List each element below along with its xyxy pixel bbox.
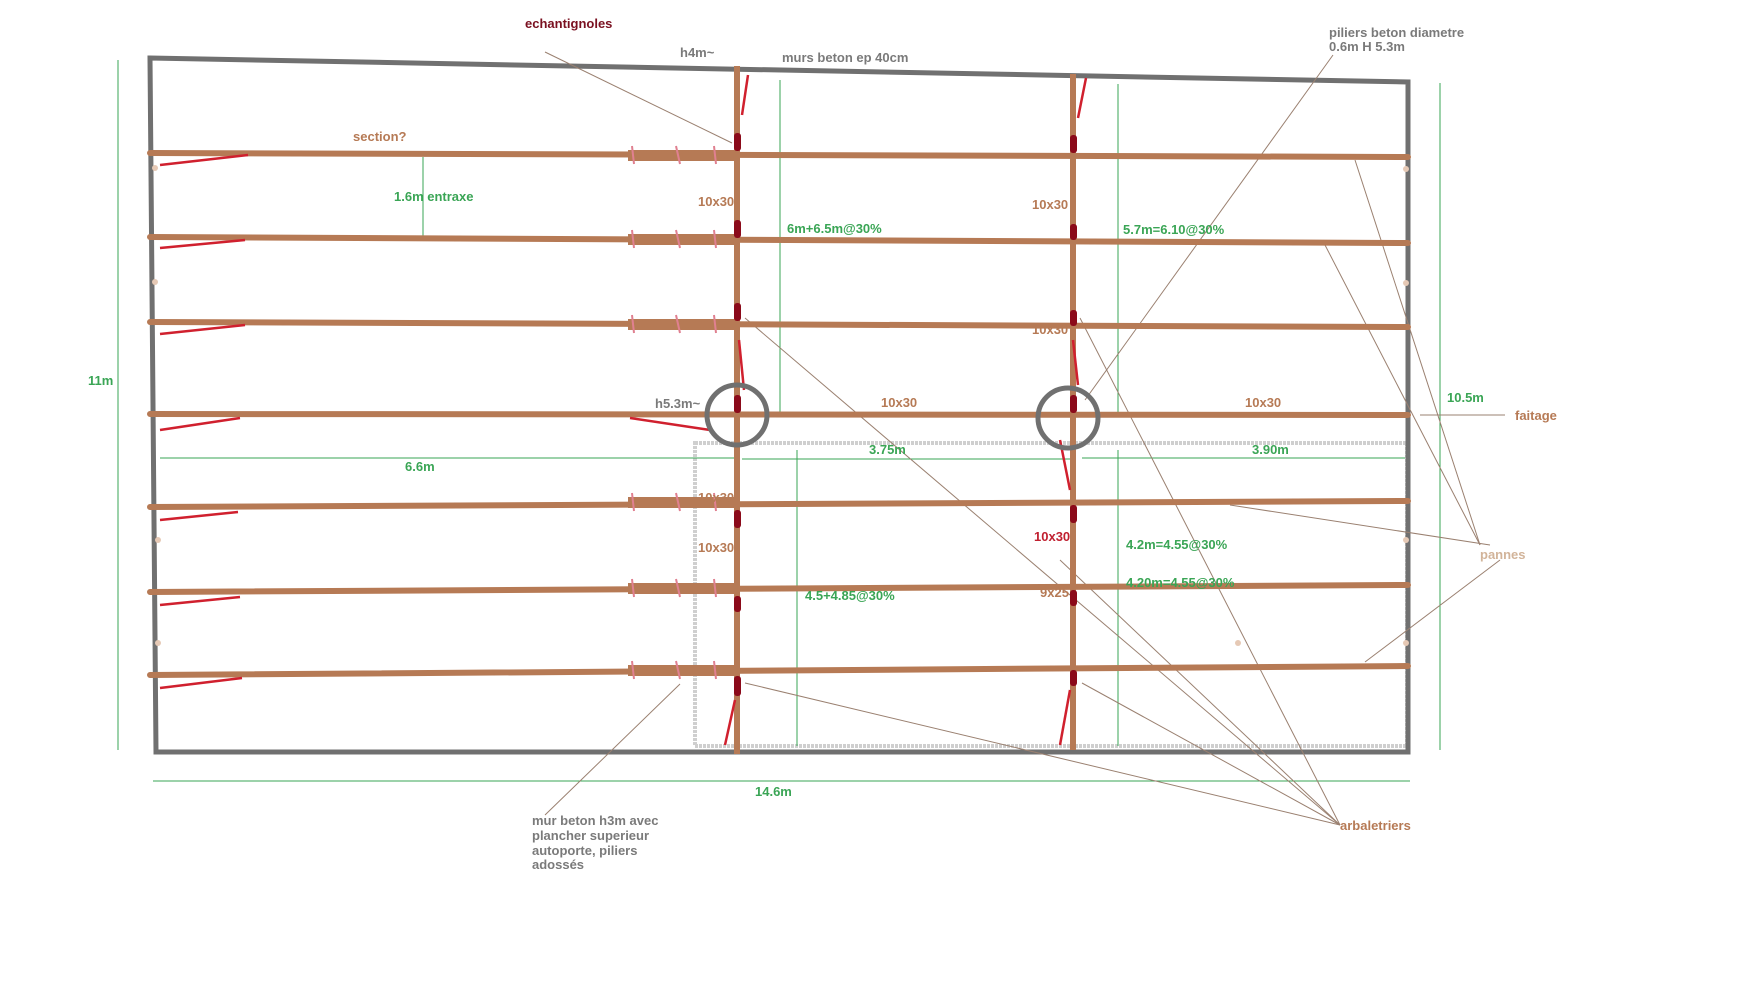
purlin-bearing-marks xyxy=(152,165,1409,646)
label-pannes: pannes xyxy=(1480,547,1526,562)
label-piliers-line2: 0.6m H 5.3m xyxy=(1329,39,1405,54)
label-11m: 11m xyxy=(88,373,113,388)
label-echantignoles: echantignoles xyxy=(525,16,612,31)
label-hidden-1: 10x30 xyxy=(1032,322,1068,337)
label-3-90m: 3.90m xyxy=(1252,442,1289,457)
label-arbaletriers: arbaletriers xyxy=(1340,818,1411,833)
label-piliers-line1: piliers beton diametre xyxy=(1329,25,1464,40)
label-span-1: 6m+6.5m@30% xyxy=(787,221,882,236)
label-6-6m: 6.6m xyxy=(405,459,435,474)
label-span-4: 4.5+4.85@30% xyxy=(805,588,895,603)
label-beam-mid-2: 10x30 xyxy=(1034,529,1070,544)
concrete-wall-outline xyxy=(147,55,1411,755)
label-beam-left-3: 10x30 xyxy=(698,540,734,555)
leader-lines xyxy=(544,51,1505,826)
label-10-5m: 10.5m xyxy=(1447,390,1484,405)
label-span-2: 5.7m=6.10@30% xyxy=(1123,222,1225,237)
dimension-lines xyxy=(117,60,1441,782)
purlins xyxy=(147,150,1411,678)
label-mur-line2: plancher superieur xyxy=(532,828,649,843)
label-h5-3m: h5.3m~ xyxy=(655,396,701,411)
rafters xyxy=(734,66,1076,754)
label-entraxe: 1.6m entraxe xyxy=(394,189,474,204)
label-mur-line4: adossés xyxy=(532,857,584,872)
label-3-75m: 3.75m xyxy=(869,442,906,457)
label-beam-left-1: 10x30 xyxy=(698,194,734,209)
label-beam-ridge-2: 10x30 xyxy=(1245,395,1281,410)
label-murs-beton: murs beton ep 40cm xyxy=(782,50,908,65)
label-section: section? xyxy=(353,129,407,144)
concrete-pillar-right xyxy=(1035,385,1101,451)
label-beam-ridge-1: 10x30 xyxy=(881,395,917,410)
label-faitage: faitage xyxy=(1515,408,1557,423)
label-mur-line1: mur beton h3m avec xyxy=(532,813,658,828)
label-14-6m: 14.6m xyxy=(755,784,792,799)
label-mur-line3: autoporte, piliers xyxy=(532,843,637,858)
label-h4m: h4m~ xyxy=(680,45,715,60)
struts xyxy=(159,74,1088,746)
label-span-5: 4.20m=4.55@30% xyxy=(1126,575,1235,590)
label-beam-mid-1: 10x30 xyxy=(1032,197,1068,212)
label-beam-mid-3: 9x25 xyxy=(1040,585,1069,600)
label-span-3: 4.2m=4.55@30% xyxy=(1126,537,1228,552)
label-beam-left-2: 10x30 xyxy=(698,490,734,505)
echantignoles-blocks xyxy=(734,133,1077,696)
bolt-marks xyxy=(631,145,717,680)
concrete-pillar-left xyxy=(704,382,770,448)
